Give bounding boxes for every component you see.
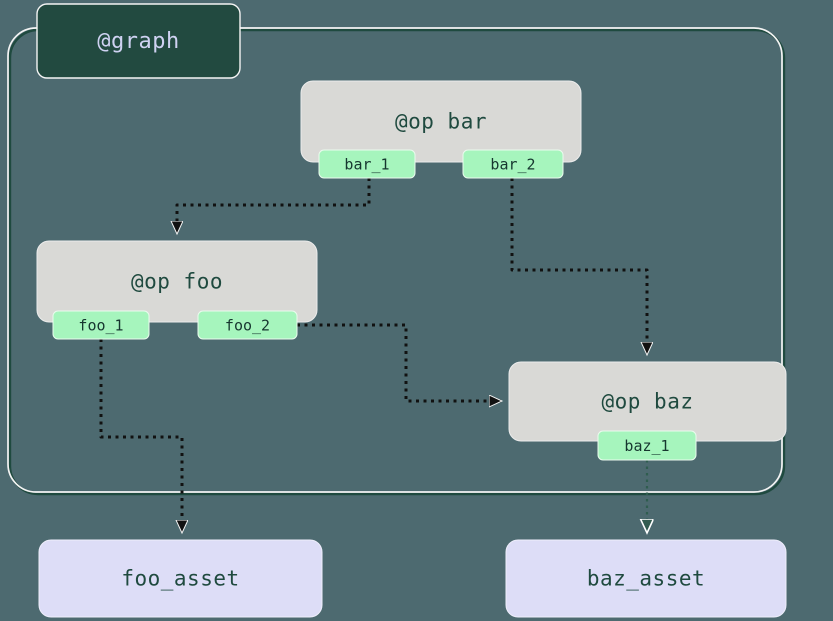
- port-label-baz_1: baz_1: [624, 437, 669, 455]
- graph-label-box[interactable]: [36, 3, 241, 79]
- graph-label-caption: @graph: [97, 29, 179, 54]
- graph-container-shadow: [8, 28, 786, 496]
- edge-foo_1-to-foo_asset: [99, 339, 182, 532]
- graph-label-node[interactable]: @graph: [36, 3, 241, 79]
- op-node-box[interactable]: [36, 240, 318, 323]
- port-box-bar_1[interactable]: [318, 149, 416, 179]
- op-node-box[interactable]: [300, 80, 582, 163]
- asset-nodes-group: foo_asset baz_asset: [38, 539, 787, 618]
- edge-bar_2-to-baz: [510, 178, 647, 354]
- port-box-bar_2[interactable]: [462, 149, 564, 179]
- op-node-label: @op foo: [131, 270, 223, 294]
- op-node-bar[interactable]: @op bar bar_1 bar_2: [300, 80, 582, 179]
- asset-node-label: foo_asset: [121, 567, 239, 591]
- port-label-foo_1: foo_1: [78, 317, 123, 335]
- asset-node-label: baz_asset: [587, 567, 705, 591]
- port-label-bar_2: bar_2: [490, 156, 535, 174]
- op-node-foo[interactable]: @op foo foo_1 foo_2: [36, 240, 318, 340]
- graph-container-border: [7, 27, 783, 493]
- port-box-foo_2[interactable]: [197, 310, 298, 340]
- port-box-foo_1[interactable]: [52, 310, 150, 340]
- asset-node-baz_asset[interactable]: baz_asset: [505, 539, 787, 618]
- graph-container-boundary: [7, 27, 786, 496]
- port-label-foo_2: foo_2: [225, 317, 270, 335]
- asset-node-foo_asset[interactable]: foo_asset: [38, 539, 323, 618]
- asset-node-box[interactable]: [505, 539, 787, 618]
- edge-foo_2-to-baz: [297, 323, 501, 401]
- edges-group: [99, 178, 647, 532]
- op-node-label: @op baz: [601, 390, 693, 414]
- op-nodes-group: @op bar bar_1 bar_2 @op foo foo_1 foo_2 @op ba…: [36, 80, 787, 461]
- port-label-bar_1: bar_1: [344, 156, 389, 174]
- port-box-baz_1[interactable]: [597, 430, 697, 461]
- edge-bar_1-to-foo: [177, 178, 371, 233]
- op-node-label: @op bar: [395, 110, 487, 134]
- op-node-baz[interactable]: @op baz baz_1: [508, 361, 787, 461]
- asset-node-box[interactable]: [38, 539, 323, 618]
